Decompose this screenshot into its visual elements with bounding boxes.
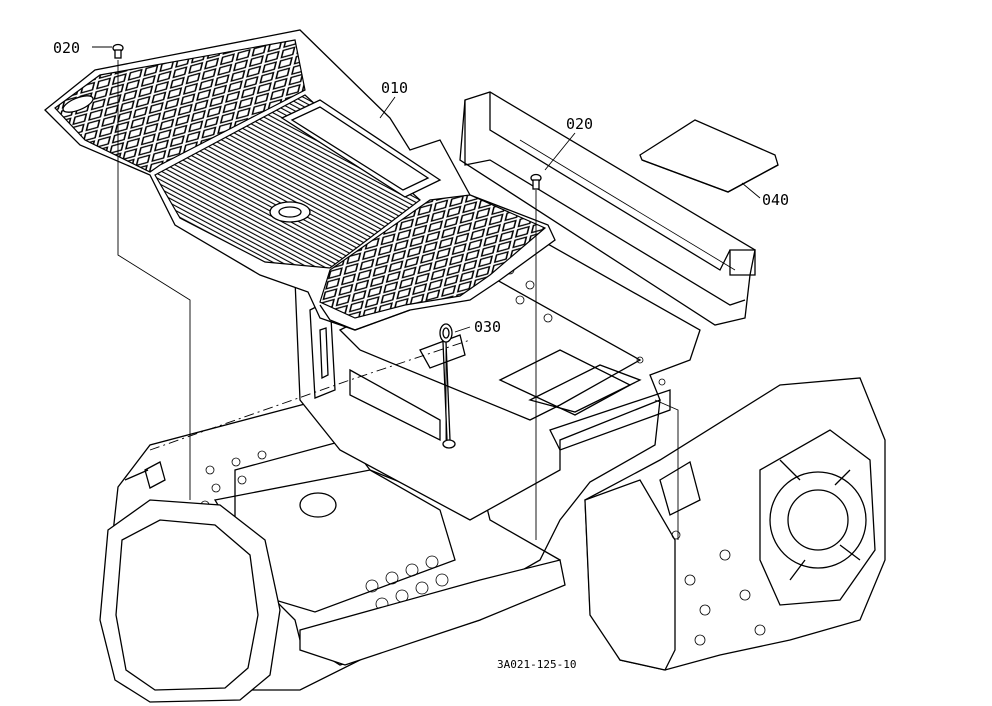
label-part-020-right: 020 [566,115,593,133]
clip-020-right [530,173,542,190]
rod-030 [439,323,456,449]
transmission-case [584,377,886,671]
floor-mat [44,29,556,331]
label-part-040: 040 [762,191,789,209]
rear-rail [459,91,756,326]
assembly-lines [117,60,679,540]
label-part-030: 030 [474,318,501,336]
leader-lines [92,46,761,333]
drawing-code: 3A021-125-10 [497,658,576,671]
clip-020-left [112,43,124,59]
mat-040 [639,119,779,193]
label-part-010: 010 [381,79,408,97]
label-part-020-left: 020 [53,39,80,57]
